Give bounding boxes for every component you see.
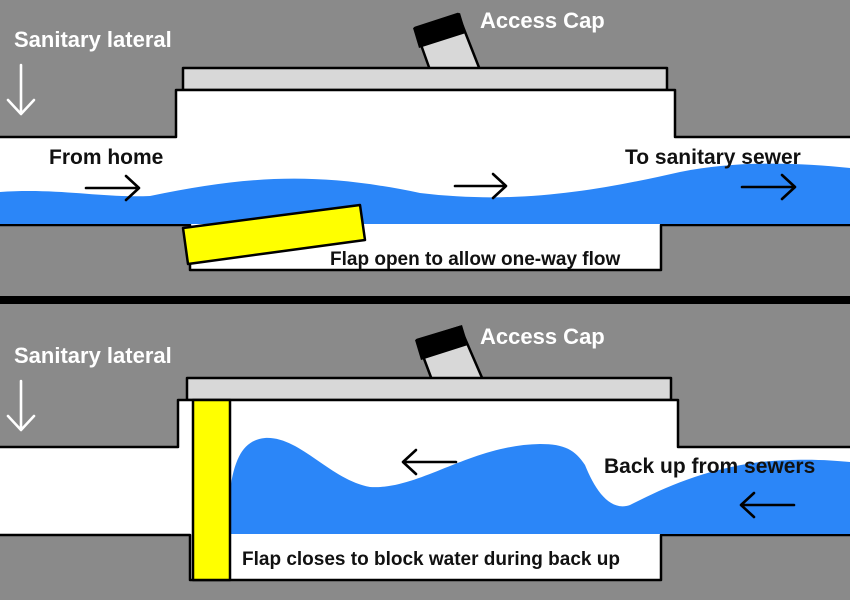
top-flow-arrow-right-icon-3 xyxy=(740,173,797,201)
bottom-cap-label: Access Cap xyxy=(480,324,605,349)
bottom-lateral-down-arrow-icon xyxy=(6,379,36,432)
top-cap-label: Access Cap xyxy=(480,8,605,33)
top-lateral-label: Sanitary lateral xyxy=(14,27,172,52)
top-panel: Sanitary lateral Access Cap From home To… xyxy=(0,8,850,272)
bottom-panel: Sanitary lateral Access Cap Back up from… xyxy=(0,324,850,582)
bottom-lateral-label: Sanitary lateral xyxy=(14,343,172,368)
panel-divider xyxy=(0,296,850,304)
top-to-label: To sanitary sewer xyxy=(625,146,801,169)
top-flow-arrow-right-icon-1 xyxy=(84,174,141,202)
top-lateral-down-arrow-icon xyxy=(6,63,36,116)
top-from-label: From home xyxy=(49,146,163,169)
top-cap-plate xyxy=(181,66,669,92)
bottom-flow-arrow-left-icon-1 xyxy=(401,448,458,476)
bottom-flow-arrow-left-icon-2 xyxy=(739,491,796,519)
bottom-backup-label: Back up from sewers xyxy=(604,455,815,478)
bottom-access-cap-top xyxy=(415,325,468,360)
top-flap xyxy=(181,203,367,266)
bottom-flap-label: Flap closes to block water during back u… xyxy=(242,549,620,570)
top-access-cap-top xyxy=(413,13,466,48)
bottom-cap-plate xyxy=(185,376,673,402)
bottom-water xyxy=(230,437,850,534)
bottom-flap xyxy=(191,398,232,582)
top-flow-arrow-right-icon-2 xyxy=(453,172,508,200)
top-water xyxy=(0,163,850,224)
top-flap-label: Flap open to allow one-way flow xyxy=(330,249,621,270)
